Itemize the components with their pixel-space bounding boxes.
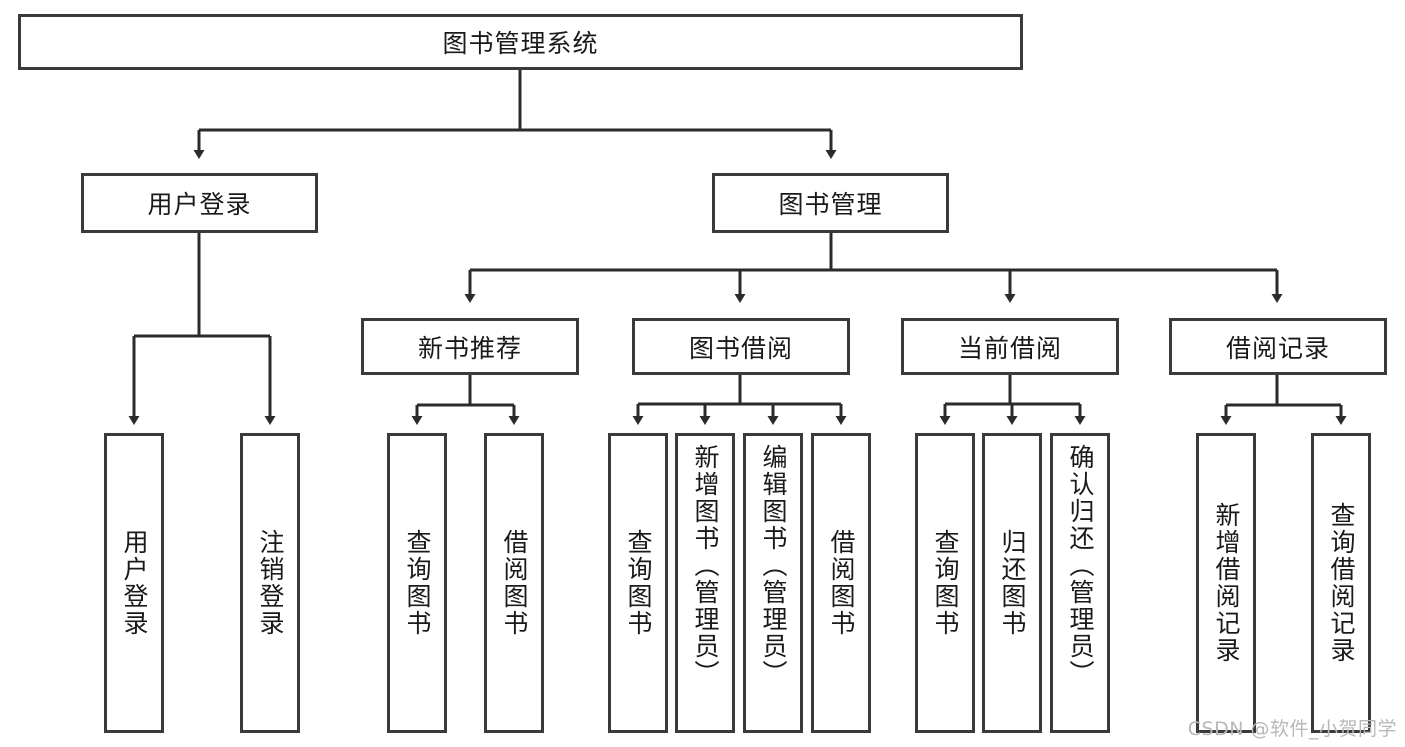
leaf-label: 借阅图书 bbox=[827, 529, 856, 637]
node-user-login[interactable]: 用户登录 bbox=[81, 173, 318, 233]
node-borrow-record[interactable]: 借阅记录 bbox=[1169, 318, 1387, 375]
leaf-book-borrow-add-book-admin[interactable]: 新增图书（管理员） bbox=[675, 433, 735, 733]
leaf-label: 确认归还（管理员） bbox=[1066, 444, 1095, 687]
node-label: 图书管理 bbox=[778, 190, 883, 219]
node-root-book-management-system[interactable]: 图书管理系统 bbox=[18, 14, 1023, 70]
node-book-borrow[interactable]: 图书借阅 bbox=[632, 318, 850, 375]
leaf-borrow-record-add-record[interactable]: 新增借阅记录 bbox=[1196, 433, 1256, 733]
leaf-label: 新增借阅记录 bbox=[1212, 502, 1241, 664]
leaf-label: 新增图书（管理员） bbox=[691, 444, 720, 687]
leaf-label: 查询图书 bbox=[624, 529, 653, 637]
leaf-label: 用户登录 bbox=[120, 529, 149, 637]
leaf-label: 编辑图书（管理员） bbox=[759, 444, 788, 687]
leaf-book-borrow-borrow-book[interactable]: 借阅图书 bbox=[811, 433, 871, 733]
node-label: 图书借阅 bbox=[688, 333, 793, 363]
leaf-user-login-login[interactable]: 用户登录 bbox=[104, 433, 164, 733]
leaf-label: 借阅图书 bbox=[500, 529, 529, 637]
leaf-borrow-record-query-record[interactable]: 查询借阅记录 bbox=[1311, 433, 1371, 733]
leaf-label: 查询借阅记录 bbox=[1327, 502, 1356, 664]
node-label: 借阅记录 bbox=[1225, 333, 1330, 363]
node-new-book-recommend[interactable]: 新书推荐 bbox=[361, 318, 579, 375]
node-label: 图书管理系统 bbox=[442, 29, 599, 58]
node-label: 当前借阅 bbox=[957, 333, 1062, 363]
leaf-new-book-borrow-book[interactable]: 借阅图书 bbox=[484, 433, 544, 733]
leaf-label: 归还图书 bbox=[998, 529, 1027, 637]
leaf-current-borrow-confirm-return-admin[interactable]: 确认归还（管理员） bbox=[1050, 433, 1110, 733]
leaf-user-login-logout[interactable]: 注销登录 bbox=[240, 433, 300, 733]
leaf-book-borrow-query-book[interactable]: 查询图书 bbox=[608, 433, 668, 733]
node-current-borrow[interactable]: 当前借阅 bbox=[901, 318, 1119, 375]
leaf-label: 查询图书 bbox=[931, 529, 960, 637]
leaf-label: 查询图书 bbox=[403, 529, 432, 637]
leaf-label: 注销登录 bbox=[256, 529, 285, 637]
leaf-new-book-query-book[interactable]: 查询图书 bbox=[387, 433, 447, 733]
leaf-current-borrow-return-book[interactable]: 归还图书 bbox=[982, 433, 1042, 733]
node-label: 新书推荐 bbox=[417, 333, 522, 363]
node-label: 用户登录 bbox=[147, 190, 252, 219]
node-book-management[interactable]: 图书管理 bbox=[712, 173, 949, 233]
leaf-current-borrow-query-book[interactable]: 查询图书 bbox=[915, 433, 975, 733]
watermark: CSDN @软件_小贺同学 bbox=[1187, 718, 1397, 740]
leaf-book-borrow-edit-book-admin[interactable]: 编辑图书（管理员） bbox=[743, 433, 803, 733]
